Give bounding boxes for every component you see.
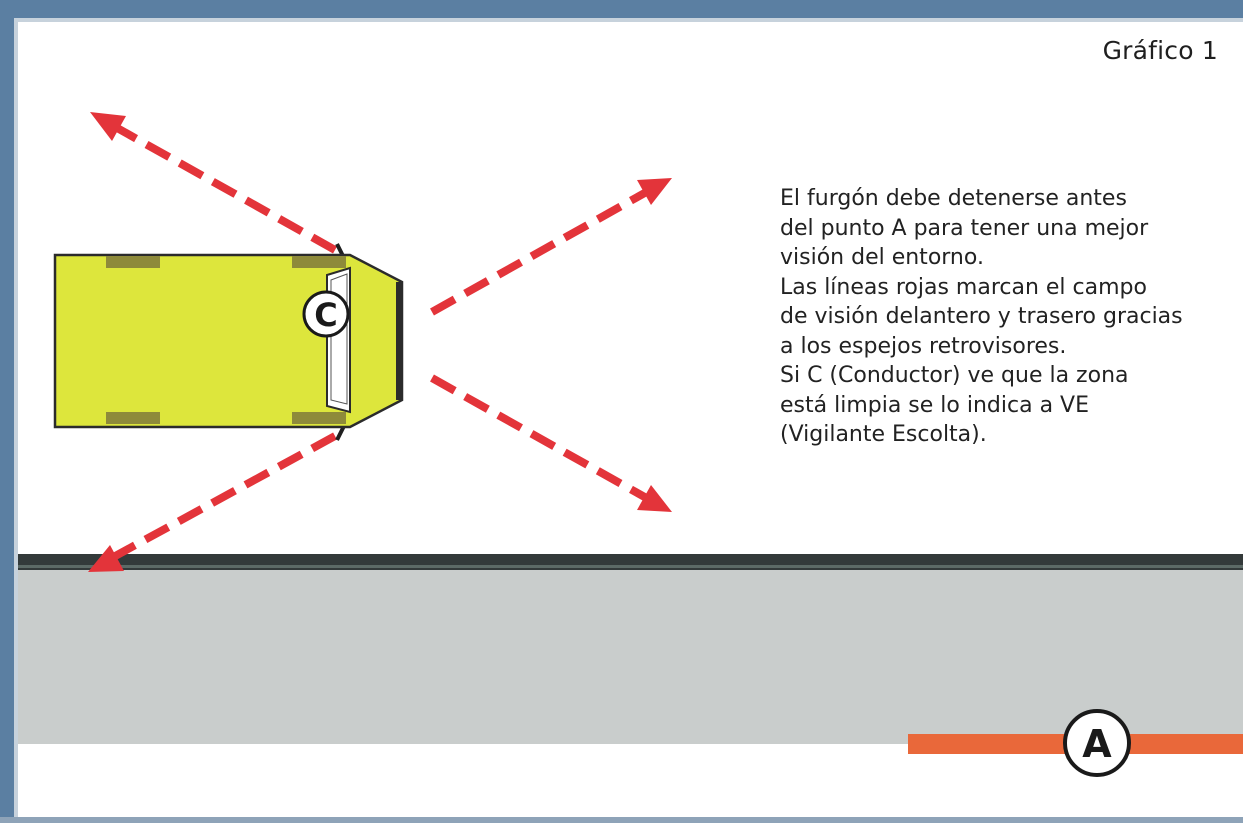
description-line: a los espejos retrovisores. [780,333,1067,359]
sight-line-front-lower [430,374,652,504]
van-top-view-icon: C [53,243,404,441]
dashed-arrow-icon [637,485,672,512]
description-line: está limpia se lo indica a VE [780,392,1089,418]
description-line: Las líneas rojas marcan el campo [780,274,1147,300]
frame-top-inner [0,18,1243,22]
sight-line-rear-upper [108,120,337,254]
frame-bottom [0,817,1243,823]
wheel-front-right [292,412,346,424]
stop-point-marker [1063,709,1131,777]
sight-line-front-upper [430,186,652,316]
frame-left [0,0,18,823]
description-text: El furgón debe detenerse antes del punto… [780,184,1220,450]
front-bumper [396,282,403,400]
description-line: El furgón debe detenerse antes [780,186,1127,211]
description-line: visión del entorno. [780,245,984,270]
dashed-arrow-icon [637,178,672,205]
figure-title: Gráfico 1 [1102,36,1218,65]
description-line: de visión delantero y trasero gracias [780,304,1183,329]
road-edge-highlight [18,565,1243,568]
sight-lines [88,112,672,572]
description-line: Si C (Conductor) ve que la zona [780,363,1129,388]
frame-top [0,0,1243,22]
frame-left-inner [14,18,18,823]
description-line: (Vigilante Escolta). [780,422,987,447]
description-line: del punto A para tener una mejor [780,215,1149,241]
road-surface [18,570,1243,744]
driver-marker [302,290,350,338]
wheel-rear-right [106,412,160,424]
dashed-arrow-icon [88,545,124,572]
stop-point-label: A [1082,722,1112,766]
dashed-arrow-icon [90,112,126,141]
sight-line-rear-lower [106,432,337,564]
wheel-rear-left [106,256,160,268]
wheel-front-left [292,256,346,268]
driver-label: C [314,296,337,334]
